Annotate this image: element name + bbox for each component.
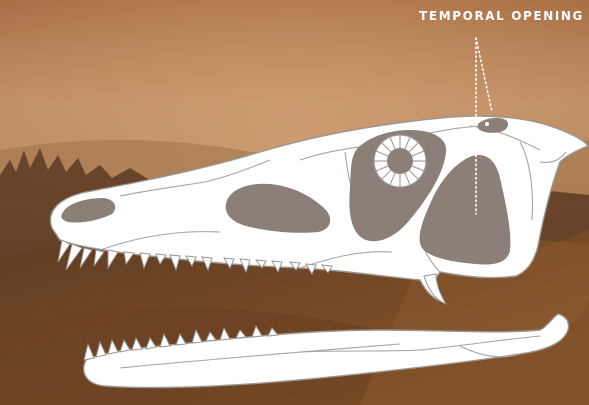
temporal-opening-label: TEMPORAL OPENING (362, 9, 584, 23)
temporal-opening-highlight (485, 122, 489, 126)
sclerotic-ring (374, 135, 426, 187)
